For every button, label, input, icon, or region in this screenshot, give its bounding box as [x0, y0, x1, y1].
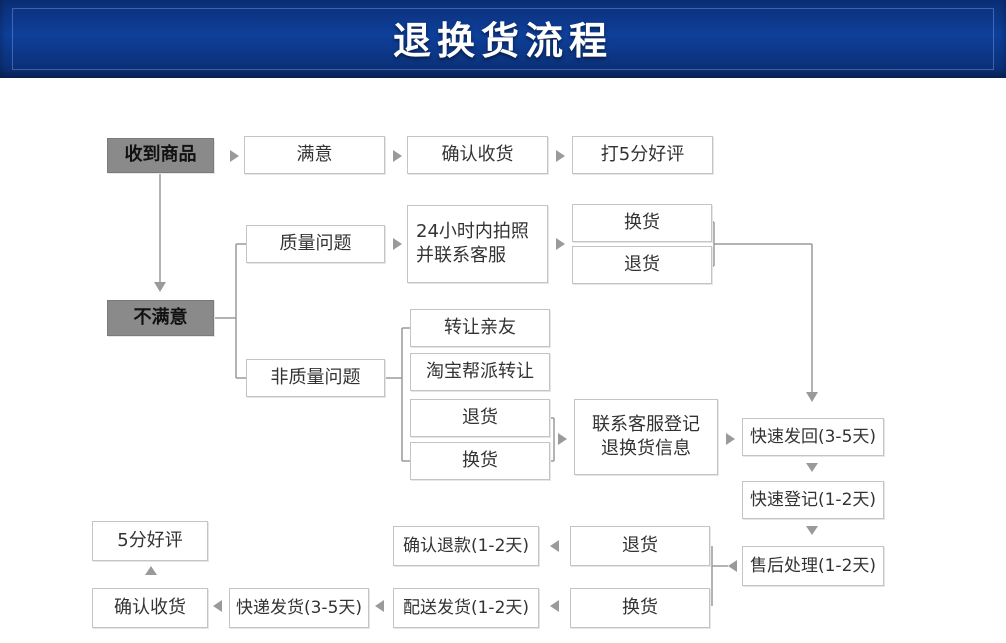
banner-frame [12, 8, 994, 70]
node-deliver-ship: 配送发货(1-2天) [393, 588, 539, 628]
arrow-down-after-sales [806, 526, 818, 535]
arrow-right-photo [393, 238, 402, 250]
node-exchange-3: 换货 [570, 588, 710, 628]
arrow-right-rate [556, 150, 565, 162]
node-express-ship: 快递发货(3-5天) [229, 588, 369, 628]
arrow-down-quick-register [806, 463, 818, 472]
node-confirm-receipt-bottom: 确认收货 [92, 588, 208, 628]
node-photo-contact-line2: 并联系客服 [416, 245, 506, 266]
node-quality-issue: 质量问题 [246, 225, 385, 263]
arrow-down-unsatisfied [154, 282, 166, 292]
arrow-right-register [558, 433, 567, 445]
node-return-3: 退货 [570, 526, 710, 566]
node-received: 收到商品 [107, 138, 214, 173]
arrow-left-deliver [550, 600, 559, 612]
arrow-down-ship-back [806, 392, 818, 402]
node-unsatisfied: 不满意 [107, 300, 214, 336]
arrow-right-exchange-return [556, 238, 565, 250]
page-title: 退换货流程 [392, 19, 613, 63]
node-satisfied: 满意 [244, 136, 385, 174]
arrow-right-satisfied [230, 150, 239, 162]
node-photo-contact-line1: 24小时内拍照 [416, 220, 529, 242]
node-exchange-2: 换货 [410, 442, 550, 480]
node-after-sales: 售后处理(1-2天) [742, 546, 884, 586]
node-confirm-receipt-top: 确认收货 [407, 136, 548, 174]
node-exchange-1: 换货 [572, 204, 712, 242]
node-contact-register: 联系客服登记 退换货信息 [574, 399, 718, 475]
node-return-2: 退货 [410, 399, 550, 437]
arrow-up-good-review [145, 566, 157, 575]
arrow-right-ship-back [726, 433, 735, 445]
node-transfer-friends: 转让亲友 [410, 309, 550, 347]
arrow-right-confirm-top [393, 150, 402, 162]
node-return-1: 退货 [572, 246, 712, 284]
arrow-left-confirm-bottom [213, 600, 222, 612]
title-banner: 退换货流程 [0, 0, 1006, 78]
node-photo-contact: 24小时内拍照 并联系客服 [407, 205, 548, 283]
node-confirm-refund: 确认退款(1-2天) [393, 526, 539, 566]
node-taobao-transfer: 淘宝帮派转让 [410, 353, 550, 391]
node-rate-5: 打5分好评 [572, 136, 713, 174]
arrow-left-confirm-refund [550, 540, 559, 552]
node-good-review-5: 5分好评 [92, 521, 208, 561]
node-non-quality-issue: 非质量问题 [246, 359, 385, 397]
node-contact-register-line2: 退换货信息 [601, 438, 691, 459]
node-ship-back: 快速发回(3-5天) [742, 418, 884, 456]
node-quick-register: 快速登记(1-2天) [742, 481, 884, 519]
node-contact-register-line1: 联系客服登记 [592, 413, 700, 435]
arrow-left-express [375, 600, 384, 612]
arrow-left-return-3 [728, 560, 737, 572]
